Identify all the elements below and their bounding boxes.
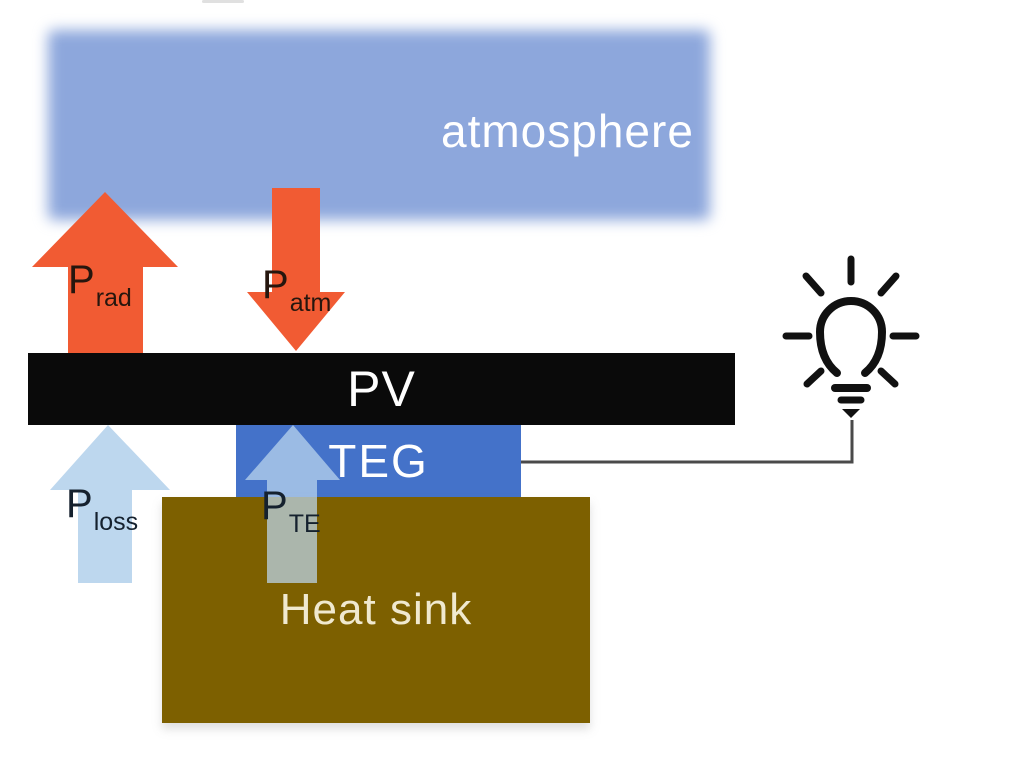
p-loss-label: Ploss bbox=[66, 482, 138, 535]
p-rad-subscript: rad bbox=[95, 284, 132, 312]
p-atm-label: Patm bbox=[262, 263, 331, 316]
pv-label: PV bbox=[347, 361, 416, 417]
wire-connector bbox=[521, 420, 854, 464]
pv-bar: PV bbox=[28, 353, 735, 425]
heat-sink-label: Heat sink bbox=[279, 585, 473, 634]
p-te-subscript: TE bbox=[288, 510, 321, 538]
atmosphere-box bbox=[48, 30, 710, 220]
teg-label: TEG bbox=[328, 435, 429, 487]
p-atm-subscript: atm bbox=[289, 289, 332, 317]
p-loss-symbol: P bbox=[66, 482, 93, 526]
p-atm-symbol: P bbox=[262, 263, 289, 307]
jpeg-artifact bbox=[202, 0, 244, 3]
heat-sink-box: Heat sink bbox=[162, 497, 590, 723]
atmosphere-label: atmosphere bbox=[441, 105, 694, 157]
p-rad-label: Prad bbox=[68, 258, 132, 311]
bulb-base-tip bbox=[842, 409, 860, 418]
light-bulb-icon bbox=[782, 255, 920, 418]
bulb-glass bbox=[815, 297, 887, 377]
p-te-label: PTE bbox=[261, 484, 321, 537]
p-te-symbol: P bbox=[261, 484, 288, 528]
p-rad-symbol: P bbox=[68, 258, 95, 302]
p-loss-subscript: loss bbox=[93, 508, 139, 536]
